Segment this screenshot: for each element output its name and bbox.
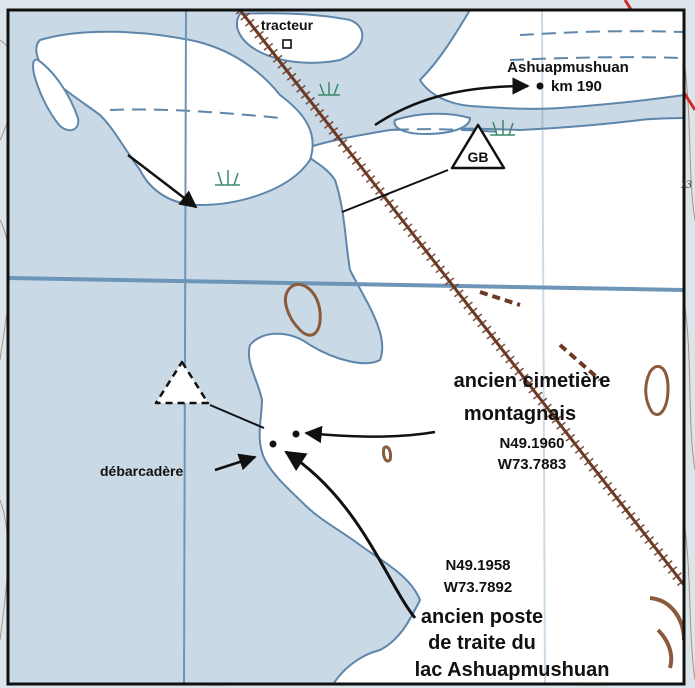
- arrow-to-km190: [374, 77, 530, 127]
- label-cemetery-line1: ancien cimetière: [454, 370, 611, 392]
- label-post-lon: W73.7892: [444, 579, 512, 596]
- label-gb: GB: [468, 149, 489, 165]
- label-post-lat: N49.1958: [445, 557, 510, 574]
- arrow-to-cemetery: [304, 425, 436, 444]
- map-grid: [8, 10, 684, 684]
- marsh-symbols: [215, 82, 515, 186]
- label-cemetery-lon: W73.7883: [498, 456, 566, 473]
- arrow-to-post: [284, 450, 417, 619]
- label-cemetery-line2: montagnais: [464, 403, 576, 425]
- post-dot-icon: [269, 440, 277, 448]
- label-post-line3: lac Ashuapmushuan: [415, 659, 610, 681]
- label-debarcadere: débarcadère: [100, 463, 183, 479]
- gb-triangle-icon: [450, 123, 506, 170]
- gb-leader-line: [341, 169, 449, 213]
- map-frame: [6, 8, 686, 686]
- margin-number: 13: [680, 177, 692, 191]
- dashed-triangle-leader: [209, 404, 265, 429]
- label-cemetery-lat: N49.1960: [499, 435, 564, 452]
- dashed-shorelines: [109, 30, 684, 133]
- island-northwest: [35, 30, 314, 207]
- land-northeast: [418, 10, 684, 110]
- label-post-line1: ancien poste: [421, 606, 543, 628]
- label-post-line2: de traite du: [428, 632, 536, 654]
- contour-lines: [284, 282, 684, 669]
- label-tracteur: tracteur: [261, 17, 314, 33]
- km190-dot-icon: [536, 82, 544, 90]
- land-east: [247, 117, 684, 684]
- tracteur-square-icon: [282, 39, 292, 49]
- island-north: [235, 12, 364, 64]
- dashed-triangle-icon: [154, 360, 210, 405]
- arrow-to-debarcadere: [214, 453, 257, 472]
- label-km-190: km 190: [551, 78, 602, 95]
- railway: [235, 10, 684, 589]
- cemetery-dot-icon: [292, 430, 300, 438]
- arrow-to-shore: [127, 154, 198, 209]
- label-ashuapmushuan: Ashuapmushuan: [507, 59, 629, 76]
- islet-west: [32, 58, 80, 132]
